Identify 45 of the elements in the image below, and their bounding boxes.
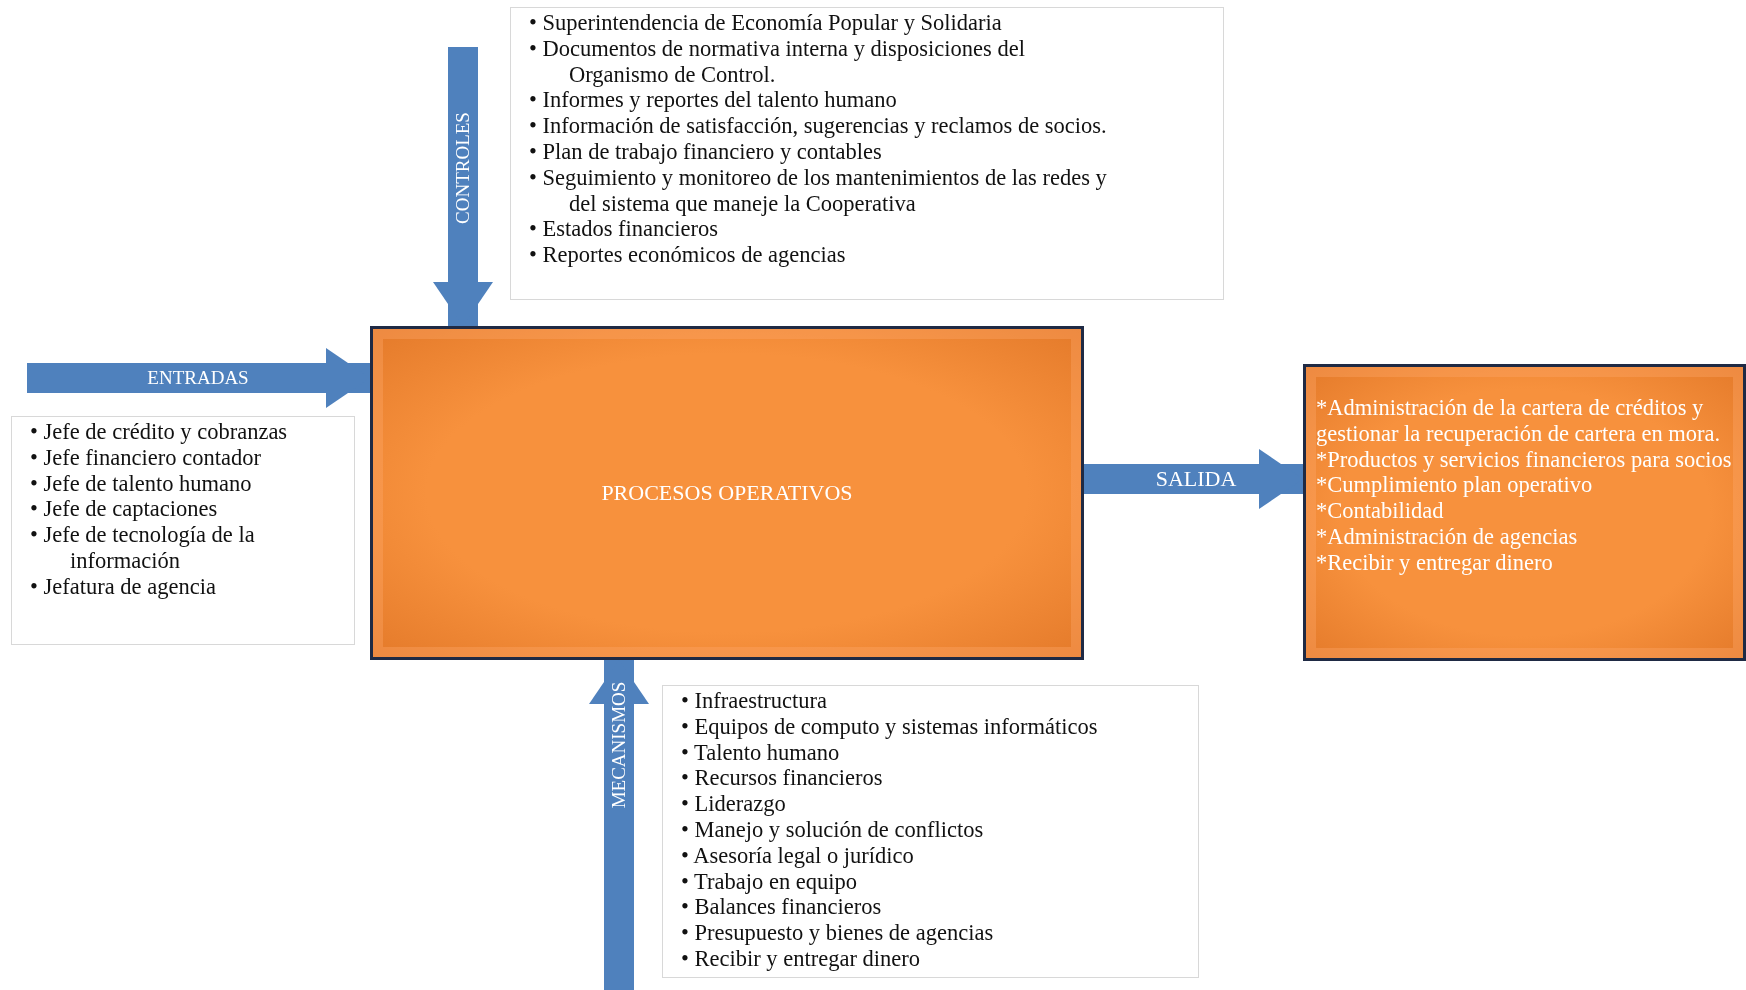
arrow-label: ENTRADAS xyxy=(147,367,249,389)
list-item: • Informes y reportes del talento humano xyxy=(529,87,898,114)
output-item: *Cumplimiento plan operativo xyxy=(1316,472,1594,499)
block-arrow xyxy=(1084,449,1303,509)
list-item: • Plan de trabajo financiero y contables xyxy=(529,139,883,165)
output-item: *Productos y servicios financieros para socios xyxy=(1316,446,1733,473)
list-item: • Liderazgo xyxy=(681,791,787,817)
bullet-list-box xyxy=(510,7,1224,300)
list-item: • Jefe de talento humano xyxy=(30,470,253,497)
bullet-list-box xyxy=(11,416,355,645)
list-item: • Recursos financieros xyxy=(681,765,884,792)
list-item: • Jefe de captaciones xyxy=(30,496,219,523)
bullet-list-box xyxy=(662,685,1199,978)
list-item: • Recibir y entregar dinero xyxy=(681,945,922,972)
list-item: • Presupuesto y bienes de agencias xyxy=(681,920,995,946)
output-item: *Administración de agencias xyxy=(1316,524,1579,550)
arrow-label: SALIDA xyxy=(1155,466,1237,492)
list-item: • Superintendencia de Economía Popular y Solidaria xyxy=(529,10,1003,36)
list-item: • Asesoría legal o jurídico xyxy=(681,842,915,869)
process-box xyxy=(370,326,1084,660)
list-item: • Reportes económicos de agencias xyxy=(529,242,847,268)
list-item: • Jefe de tecnología de la información xyxy=(30,522,256,574)
list-item: • Seguimiento y monitoreo de los mantenimientos de las redes y del sistema que maneje la Cooperativa xyxy=(529,164,1108,217)
output-item: *Recibir y entregar dinero xyxy=(1316,549,1554,576)
list-item: • Balances financieros xyxy=(681,894,883,921)
list-item: • Jefe de crédito y cobranzas xyxy=(30,419,289,445)
list-item: • Jefe financiero contador xyxy=(30,444,262,471)
list-item: • Información de satisfacción, sugerencias y reclamos de socios. xyxy=(529,113,1108,139)
output-box xyxy=(1303,364,1746,661)
list-item: • Documentos de normativa interna y disposiciones del Organismo de Control. xyxy=(529,35,1026,88)
process-title: PROCESOS OPERATIVOS xyxy=(601,480,853,506)
arrow-label: MECANISMOS xyxy=(608,681,630,809)
output-item: *Administración de la cartera de créditos y gestionar la recuperación de cartera en mora. xyxy=(1316,395,1722,447)
list-item: • Infraestructura xyxy=(681,688,828,714)
list-item: • Equipos de computo y sistemas informáticos xyxy=(681,713,1099,740)
list-item: • Jefatura de agencia xyxy=(30,573,217,600)
arrow-label: CONTROLES xyxy=(452,112,474,224)
block-arrow xyxy=(589,660,649,990)
output-item: *Contabilidad xyxy=(1316,498,1445,524)
block-arrow xyxy=(27,348,370,408)
list-item: • Estados financieros xyxy=(529,216,720,243)
block-arrow xyxy=(433,47,493,326)
list-item: • Manejo y solución de conflictos xyxy=(681,817,985,843)
list-item: • Talento humano xyxy=(681,739,841,766)
list-item: • Trabajo en equipo xyxy=(681,868,858,895)
